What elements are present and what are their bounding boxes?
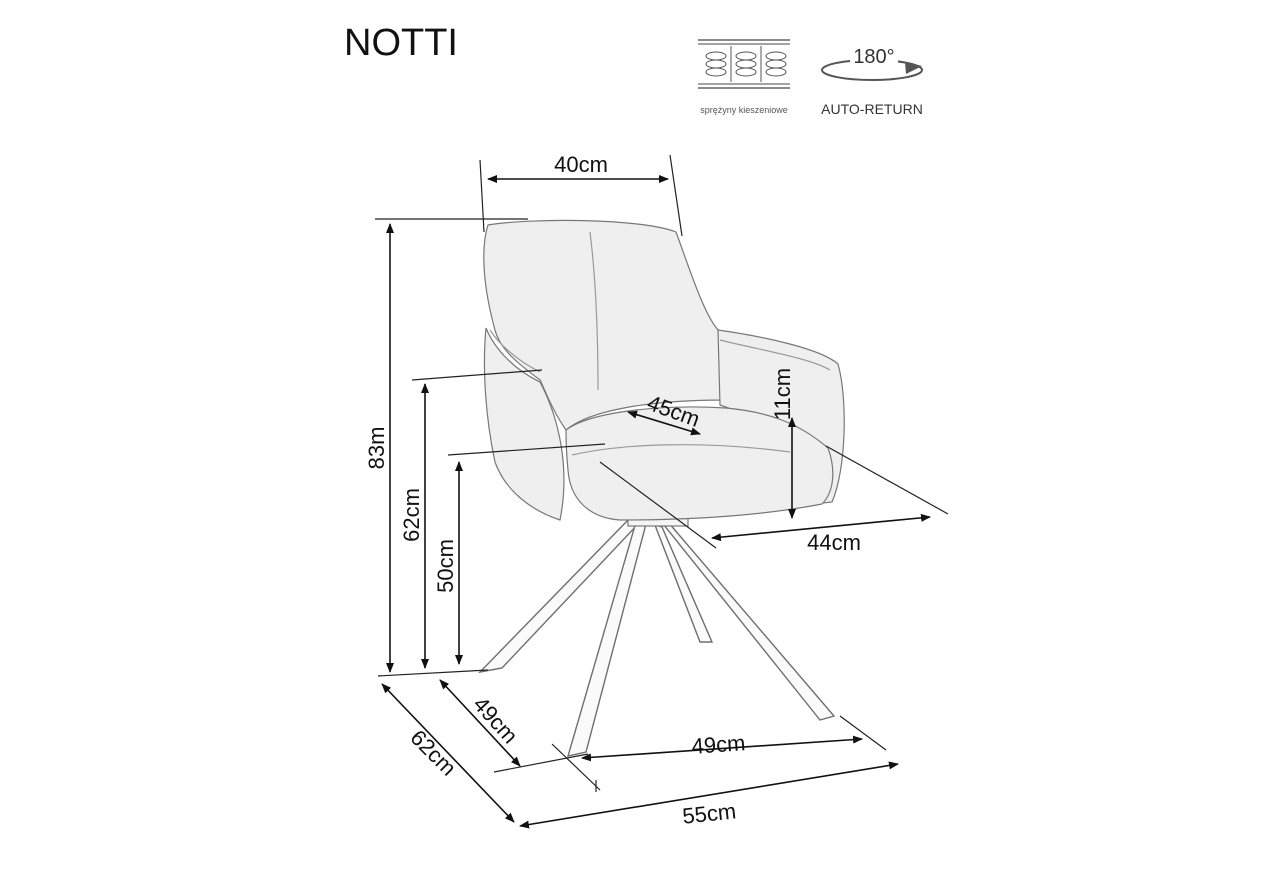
chair-illustration (477, 219, 845, 757)
dim-total-width: 55cm (681, 798, 737, 828)
dim-backrest-width: 40cm (554, 152, 608, 177)
dimension-lines (375, 154, 949, 829)
dim-base-width: 49cm (691, 730, 746, 759)
product-title: NOTTI (344, 22, 458, 64)
dim-seat-height: 50cm (433, 539, 458, 593)
dim-armrest-height: 62cm (399, 488, 424, 542)
swivel-base (477, 511, 836, 757)
dim-total-depth: 62cm (405, 725, 461, 781)
rotation-degrees: 180° (853, 46, 894, 68)
rotation-caption: AUTO-RETURN (821, 101, 923, 117)
dim-armrest-above-seat: 11cm (770, 368, 795, 420)
dim-seat-width: 44cm (807, 530, 861, 555)
springs-caption: sprężyny kieszeniowe (700, 105, 788, 115)
rotation-arrow-icon (821, 45, 923, 81)
pocket-springs-icon (698, 39, 790, 89)
dim-total-height: 83m (364, 427, 389, 470)
